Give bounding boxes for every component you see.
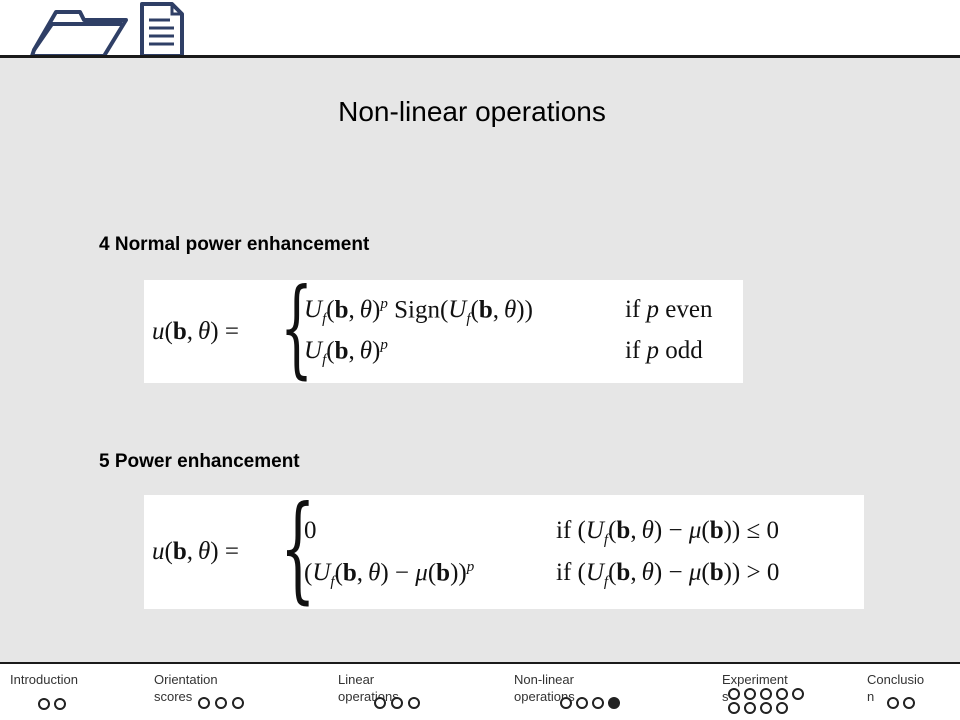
slide-header bbox=[0, 0, 960, 58]
nav-section-conclusion[interactable]: Conclusio n bbox=[867, 671, 957, 720]
nav-dot[interactable] bbox=[728, 702, 740, 714]
nav-label-experiments[interactable]: Experiment s bbox=[722, 672, 788, 704]
formula-lhs: u(b, θ) = bbox=[152, 317, 239, 345]
section-navigation: Introduction Orientation scores Linear o… bbox=[0, 662, 960, 720]
section-heading-power: 5 Power enhancement bbox=[99, 451, 300, 472]
nav-dot[interactable] bbox=[198, 697, 210, 709]
nav-section-non-linear-operations[interactable]: Non-linear operations bbox=[514, 671, 644, 720]
footer-divider bbox=[0, 662, 960, 664]
formula-power-enhancement: u(b, θ) = { 0 if (Uf(b, θ) − μ(b)) ≤ 0 (… bbox=[144, 482, 864, 616]
formula-lhs: u(b, θ) = bbox=[152, 538, 239, 565]
case-condition-even: if p even bbox=[625, 296, 713, 323]
nav-dot[interactable] bbox=[887, 697, 899, 709]
slide-content: Non-linear operations 4 Normal power enh… bbox=[0, 58, 960, 662]
nav-dot[interactable] bbox=[560, 697, 572, 709]
nav-dot[interactable] bbox=[792, 688, 804, 700]
nav-dot[interactable] bbox=[776, 702, 788, 714]
nav-section-orientation-scores[interactable]: Orientation scores bbox=[154, 671, 274, 720]
nav-dot[interactable] bbox=[903, 697, 915, 709]
nav-label-introduction[interactable]: Introduction bbox=[10, 672, 78, 687]
nav-dot[interactable] bbox=[728, 688, 740, 700]
case-expression-zero: 0 bbox=[304, 517, 317, 544]
nav-section-introduction[interactable]: Introduction bbox=[10, 671, 130, 720]
section-heading-normal-power: 4 Normal power enhancement bbox=[99, 234, 370, 255]
nav-dot[interactable] bbox=[592, 697, 604, 709]
nav-dot[interactable] bbox=[744, 702, 756, 714]
nav-dot[interactable] bbox=[744, 688, 756, 700]
nav-dot[interactable] bbox=[391, 697, 403, 709]
left-brace: { bbox=[280, 267, 314, 391]
formula-normal-power-enhancement: u(b, θ) = { Uf(b, θ)p Sign(Uf(b, θ)) if … bbox=[144, 276, 743, 383]
nav-dot[interactable] bbox=[374, 697, 386, 709]
nav-dot[interactable] bbox=[576, 697, 588, 709]
nav-dot[interactable] bbox=[760, 702, 772, 714]
folder-document-icon bbox=[22, 0, 192, 65]
left-brace: { bbox=[280, 482, 316, 616]
nav-label-non-linear-operations[interactable]: Non-linear operations bbox=[514, 672, 575, 704]
nav-section-experiments[interactable]: Experiment s bbox=[722, 671, 852, 720]
nav-dot[interactable] bbox=[38, 698, 50, 710]
slide-title: Non-linear operations bbox=[338, 96, 606, 127]
nav-label-conclusion[interactable]: Conclusio n bbox=[867, 672, 925, 704]
nav-dot[interactable] bbox=[408, 697, 420, 709]
case-expression-even: Uf(b, θ)p Sign(Uf(b, θ)) bbox=[304, 296, 533, 328]
case-expression-odd: Uf(b, θ)p bbox=[304, 337, 388, 369]
case-condition-odd: if p odd bbox=[625, 337, 703, 364]
nav-dot-current[interactable] bbox=[608, 697, 620, 709]
nav-dot[interactable] bbox=[54, 698, 66, 710]
nav-section-linear-operations[interactable]: Linear operations bbox=[338, 671, 458, 720]
case-condition-positive: if (Uf(b, θ) − μ(b)) > 0 bbox=[556, 559, 780, 590]
nav-dot[interactable] bbox=[232, 697, 244, 709]
header-divider bbox=[0, 55, 960, 58]
nav-dot[interactable] bbox=[215, 697, 227, 709]
nav-dot[interactable] bbox=[760, 688, 772, 700]
nav-dot[interactable] bbox=[776, 688, 788, 700]
nav-label-orientation-scores[interactable]: Orientation scores bbox=[154, 672, 218, 704]
case-condition-nonpositive: if (Uf(b, θ) − μ(b)) ≤ 0 bbox=[556, 517, 779, 548]
case-expression-power: (Uf(b, θ) − μ(b))p bbox=[304, 559, 475, 591]
